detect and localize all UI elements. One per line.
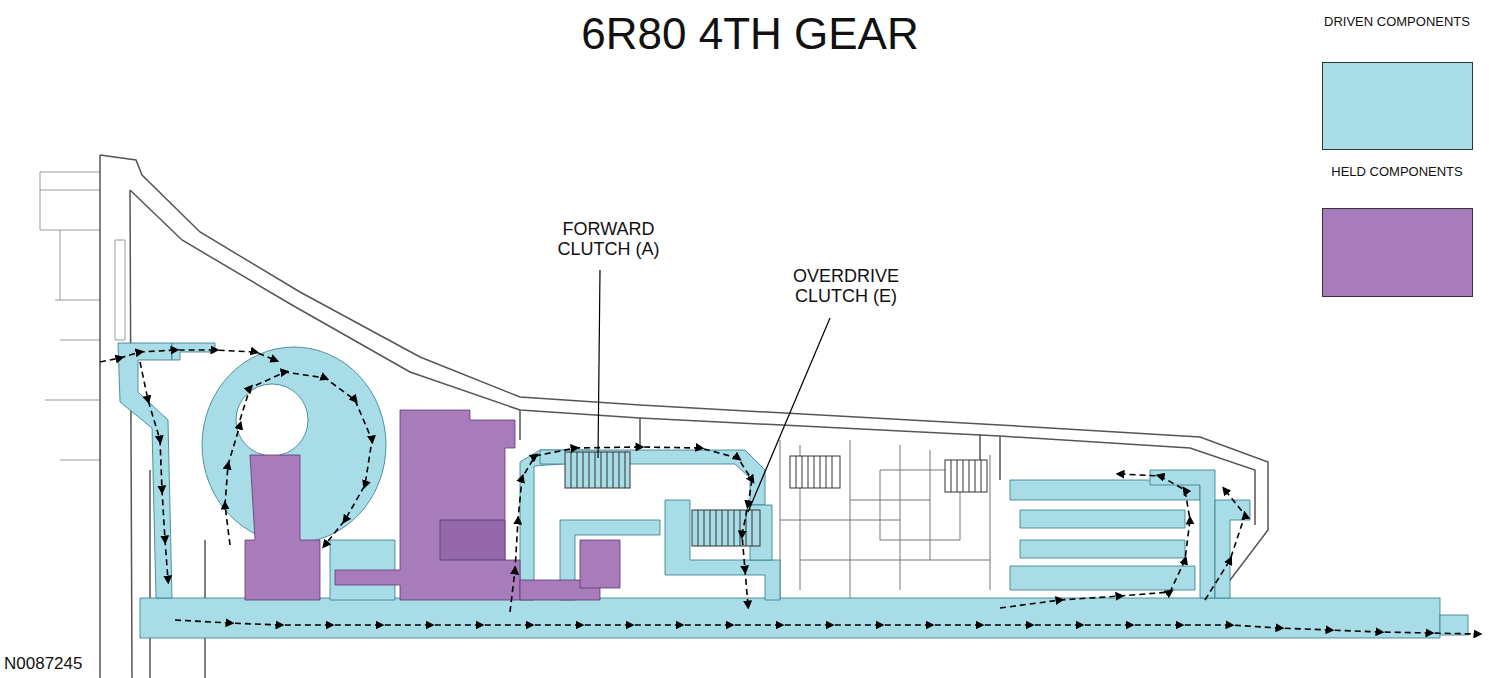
power-flow <box>100 350 1478 634</box>
flow-arrow <box>240 372 372 545</box>
clutch-pack <box>945 460 987 492</box>
component-shape <box>780 440 990 600</box>
leader-lines <box>598 270 830 512</box>
internal-structure <box>780 440 990 600</box>
flow-arrow <box>742 480 752 605</box>
component-block <box>692 510 760 546</box>
component-shape <box>1020 540 1185 558</box>
legend-text: HELD COMPONENTS <box>1320 164 1474 179</box>
component-shape <box>130 190 132 678</box>
engine-outline <box>40 172 125 460</box>
clutch-packs <box>565 452 987 546</box>
flow-arrow <box>1205 490 1245 600</box>
component-shape <box>100 155 1268 600</box>
legend-text: DRIVEN COMPONENTS <box>1320 14 1474 29</box>
part-label: OVERDRIVE CLUTCH (E) <box>770 266 922 306</box>
component-shape <box>118 343 172 598</box>
component-shape <box>1020 510 1185 528</box>
title: 6R80 4TH GEAR <box>0 8 1500 60</box>
component-shape <box>40 172 60 300</box>
flow-arrow <box>140 362 168 580</box>
component-shape <box>698 510 752 546</box>
part-label: FORWARD CLUTCH (A) <box>536 219 681 259</box>
component-shape <box>748 318 830 512</box>
component-shape <box>115 240 125 340</box>
component-shape <box>1150 470 1215 598</box>
component-shape <box>172 343 215 360</box>
component-shape <box>40 172 100 460</box>
component-shape <box>580 540 620 588</box>
component-shape <box>780 500 990 560</box>
component-shape <box>951 460 981 492</box>
component-shape <box>335 410 520 600</box>
component-block <box>790 456 840 488</box>
component-shape <box>245 455 320 600</box>
component-shape <box>796 456 832 488</box>
component-shape <box>598 270 600 458</box>
held-components <box>245 410 620 600</box>
legend-swatch <box>1322 208 1473 297</box>
component-shape <box>99 155 101 678</box>
component-shape <box>440 520 505 560</box>
component-block <box>1440 615 1468 635</box>
component-block <box>945 460 987 492</box>
figure-number: N0087245 <box>4 654 134 673</box>
legend-swatch <box>1322 62 1473 150</box>
flow-arrow <box>175 620 1478 634</box>
component-block <box>140 598 1440 638</box>
component-shape <box>540 450 765 505</box>
flow-arrow <box>225 425 240 545</box>
clutch-pack <box>790 456 840 488</box>
overdrive-clutch-pack <box>692 510 760 546</box>
component-shape <box>1010 566 1195 590</box>
flow-arrow <box>1000 474 1190 608</box>
driven-components <box>118 343 1468 638</box>
component-shape <box>665 500 780 600</box>
flow-arrow <box>510 447 752 612</box>
flow-arrow <box>100 350 275 362</box>
